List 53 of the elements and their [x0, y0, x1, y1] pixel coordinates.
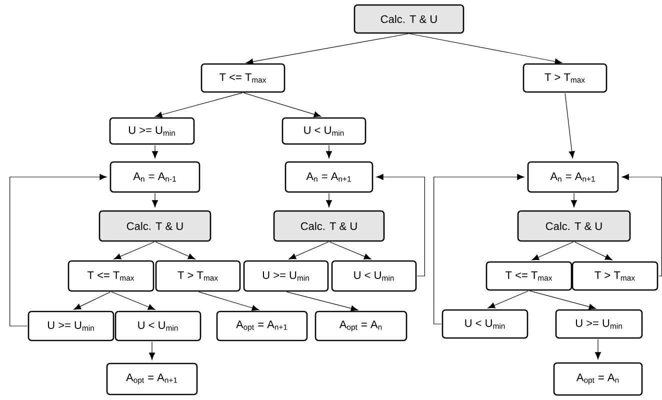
- arrow: [198, 292, 260, 311]
- condition-box: U < U$_{min}$: [114, 310, 202, 342]
- condition-box: U < U$_{min}$: [331, 260, 417, 292]
- assignment-box: A$_{opt}$ = A$_{n}$: [553, 362, 643, 396]
- arrow: [571, 192, 577, 208]
- arrow: [622, 174, 662, 276]
- assignment-box: A$_{n}$ = A$_{n+1}$: [527, 161, 619, 193]
- assignment-box: A$_{n}$ = A$_{n-1}$: [110, 161, 200, 193]
- arrow: [488, 290, 529, 308]
- arrow: [10, 174, 107, 326]
- condition-box: T <= T$_{max}$: [200, 63, 286, 93]
- arrow: [114, 242, 155, 260]
- calculation-box: Calc. T & U: [354, 4, 464, 34]
- arrow: [74, 292, 111, 310]
- calculation-box: Calc. T & U: [517, 210, 631, 242]
- arrow: [532, 242, 574, 260]
- arrow: [152, 192, 158, 208]
- arrow: [574, 242, 612, 260]
- arrow: [243, 92, 322, 118]
- assignment-box: A$_{opt}$ = A$_{n}$: [314, 310, 408, 342]
- arrow: [529, 290, 596, 310]
- arrow: [595, 338, 601, 360]
- arrow: [246, 33, 409, 65]
- condition-box: U >= U$_{min}$: [109, 117, 195, 145]
- assignment-box: A$_{opt}$ = A$_{n+1}$: [216, 310, 308, 342]
- arrow: [409, 33, 562, 64]
- condition-box: U >= U$_{min}$: [28, 310, 114, 342]
- condition-box: T > T$_{max}$: [572, 261, 658, 291]
- arrow: [326, 192, 332, 208]
- arrow: [111, 292, 156, 310]
- calculation-box: Calc. T & U: [273, 210, 385, 242]
- assignment-box: A$_{opt}$ = A$_{n+1}$: [106, 362, 198, 396]
- arrow: [286, 292, 358, 312]
- condition-box: T > T$_{max}$: [155, 260, 241, 292]
- arrow: [288, 242, 329, 260]
- arrow: [154, 92, 243, 118]
- arrow: [155, 242, 196, 260]
- arrow: [326, 144, 332, 158]
- condition-box: U >= U$_{min}$: [555, 309, 643, 339]
- calculation-box: Calc. T & U: [98, 210, 212, 242]
- condition-box: T <= T$_{max}$: [486, 261, 572, 291]
- condition-box: U >= U$_{min}$: [243, 260, 329, 292]
- arrow: [329, 242, 372, 260]
- condition-box: T > T$_{max}$: [522, 63, 608, 93]
- assignment-box: A$_{n}$ = A$_{n+1}$: [284, 161, 374, 193]
- arrow: [434, 174, 524, 324]
- arrow: [149, 341, 155, 360]
- condition-box: T <= T$_{max}$: [68, 260, 154, 292]
- arrow: [376, 174, 425, 276]
- condition-box: U < U$_{min}$: [282, 117, 366, 145]
- arrow: [564, 92, 575, 158]
- condition-box: U < U$_{min}$: [442, 309, 528, 339]
- arrow: [152, 144, 158, 158]
